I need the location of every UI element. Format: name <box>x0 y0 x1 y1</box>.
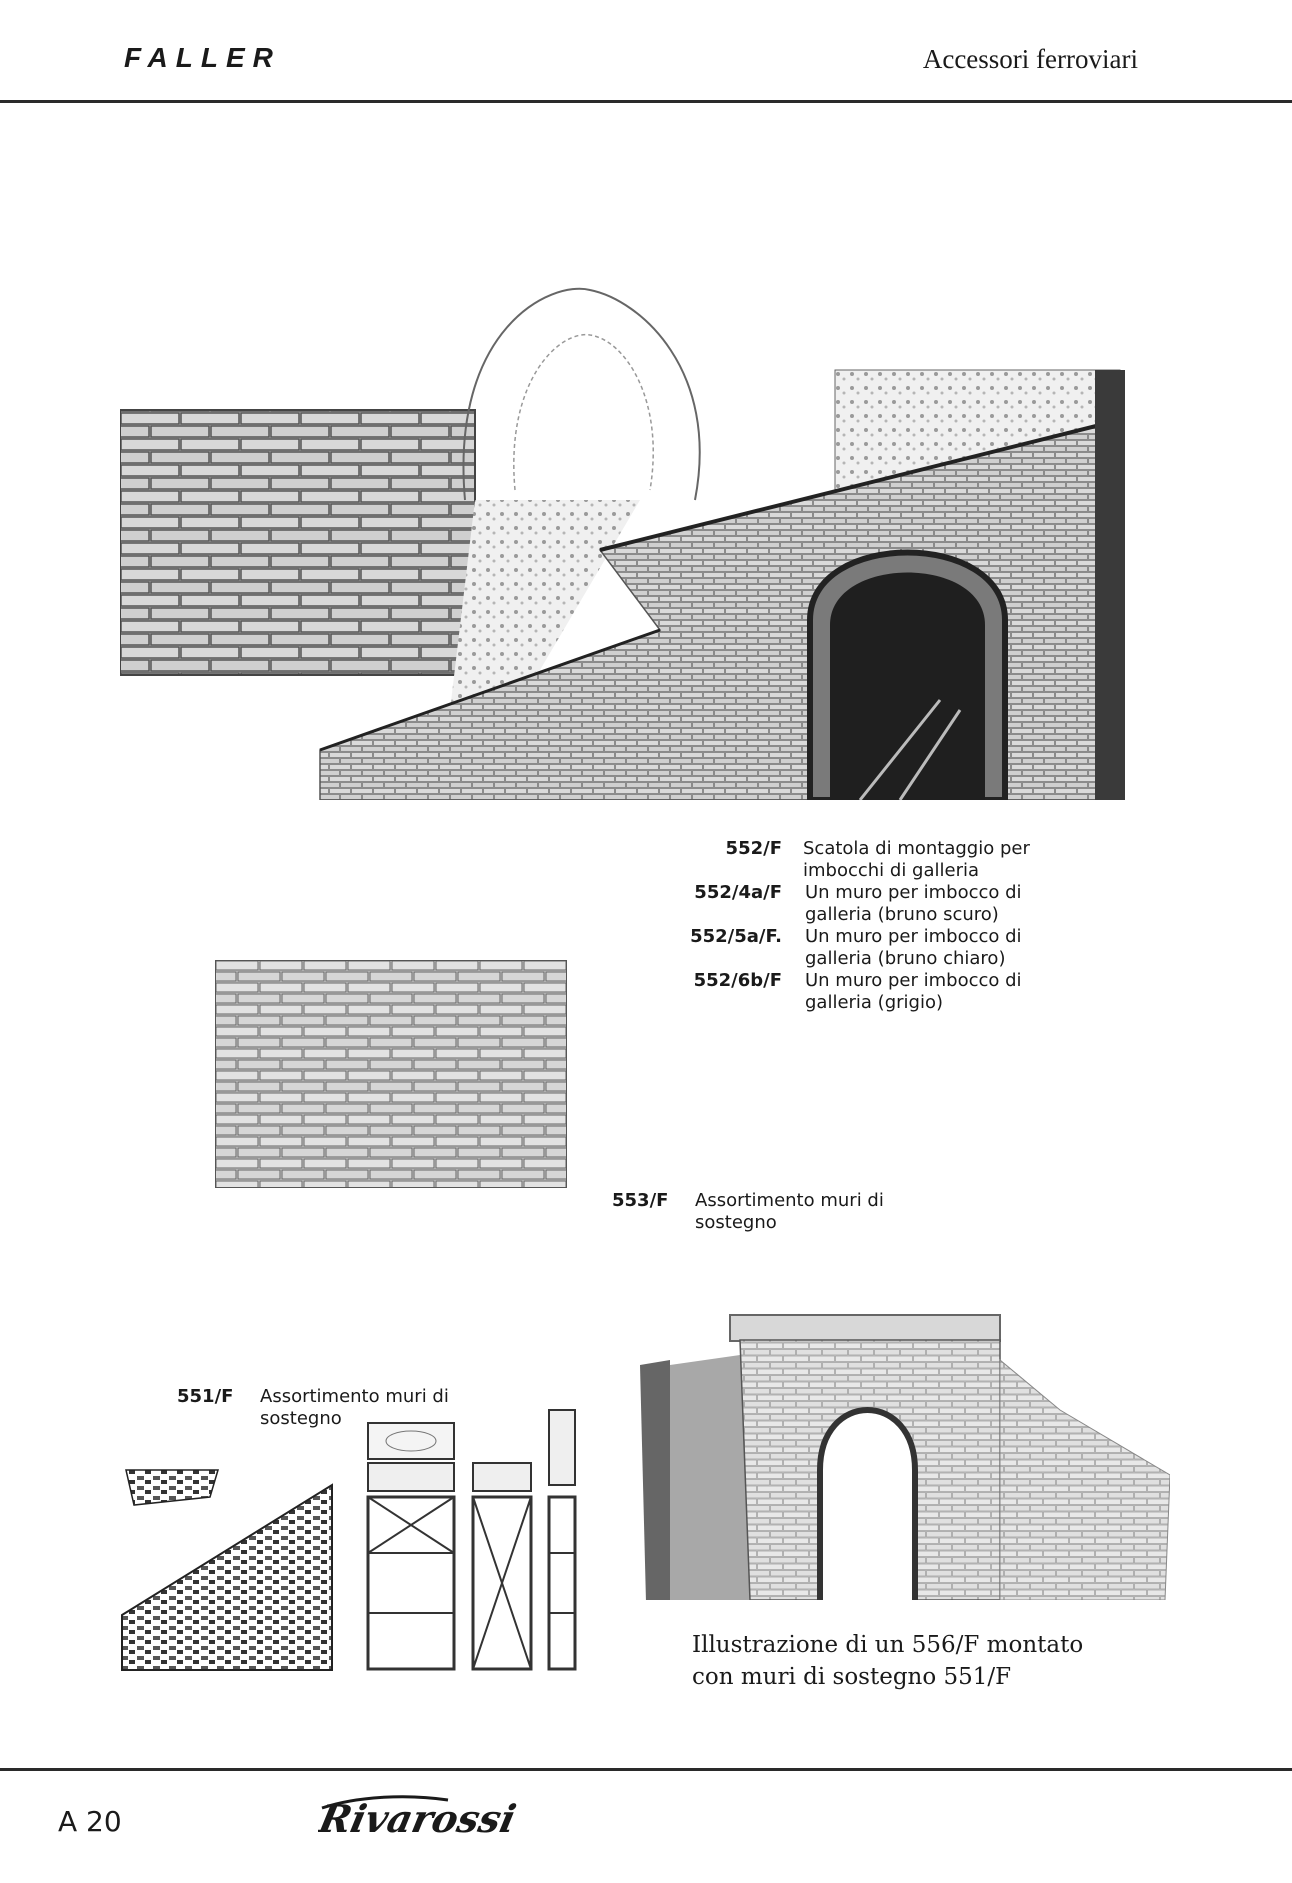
retaining-wall-553-photo <box>215 960 567 1188</box>
item-desc-line: imbocchi di galleria <box>803 860 980 881</box>
footer-rule <box>0 1768 1292 1771</box>
retaining-wall-551-parts <box>121 1409 577 1671</box>
tunnel-portal-photo <box>120 287 1125 800</box>
item-desc-line: Assortimento muri di <box>260 1386 449 1407</box>
section-title: Accessori ferroviari <box>922 44 1138 74</box>
item-code: 552/4a/F <box>694 882 782 903</box>
caption-line: con muri di sostegno 551/F <box>692 1664 1012 1690</box>
svg-text:Rivarossi: Rivarossi <box>318 1797 520 1842</box>
item-desc-line: Un muro per imbocco di <box>805 926 1022 947</box>
item-code: 552/5a/F. <box>690 926 782 947</box>
item-desc-line: Un muro per imbocco di <box>805 882 1022 903</box>
portal-556-illustration <box>640 1314 1170 1600</box>
caption-line: Illustrazione di un 556/F montato <box>692 1632 1084 1658</box>
rivarossi-logo: Rivarossi <box>318 1795 520 1842</box>
item-code: 552/6b/F <box>693 970 782 991</box>
page-number: A 20 <box>58 1805 122 1838</box>
item-code: 552/F <box>725 838 782 859</box>
item-desc-line: Un muro per imbocco di <box>805 970 1022 991</box>
header-rule <box>0 100 1292 103</box>
item-desc-line: Assortimento muri di <box>695 1190 884 1211</box>
item-code: 551/F <box>177 1386 234 1407</box>
item-desc-line: sostegno <box>260 1408 342 1429</box>
item-desc-line: sostegno <box>695 1212 777 1233</box>
item-code: 553/F <box>612 1190 669 1211</box>
item-desc-line: galleria (bruno scuro) <box>805 904 999 925</box>
item-desc-line: galleria (grigio) <box>805 992 943 1013</box>
item-desc-line: Scatola di montaggio per <box>803 838 1030 859</box>
brand-name: FALLER <box>124 42 281 73</box>
item-desc-line: galleria (bruno chiaro) <box>805 948 1006 969</box>
